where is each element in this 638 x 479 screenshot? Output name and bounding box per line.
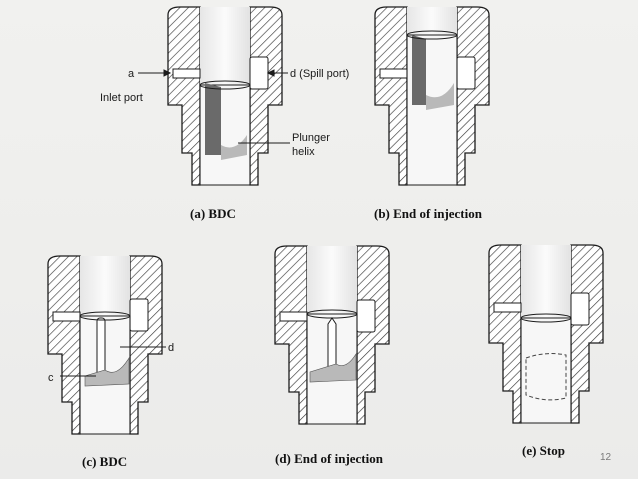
barrel-right-wall [570, 244, 604, 424]
inlet-port-hole [493, 302, 522, 313]
caption-c: (c) BDC [82, 454, 127, 469]
label-a: a [128, 68, 135, 80]
plunger-top [199, 80, 251, 90]
spill-port-hole [356, 299, 376, 333]
barrel-left-wall [488, 244, 522, 424]
plunger-top [306, 309, 358, 319]
label-spill-port: d (Spill port) [290, 68, 349, 80]
inlet-port-hole [172, 68, 201, 79]
inlet-port-hole [52, 311, 81, 322]
caption-b: (b) End of injection [374, 206, 483, 221]
barrel-left-wall [274, 245, 308, 425]
inlet-port-hole [379, 68, 408, 79]
diagram-e-stop [488, 244, 604, 424]
plunger-top [79, 311, 131, 321]
inlet-port-hole [279, 311, 308, 322]
helix-groove [84, 356, 130, 387]
plunger-top [520, 313, 572, 323]
plunger-helix [205, 83, 221, 155]
barrel-right-wall [456, 6, 490, 186]
vertical-slot [327, 317, 337, 371]
plunger-helix [412, 35, 426, 105]
vertical-slot [96, 317, 106, 377]
helix-groove [426, 83, 454, 110]
hidden-helix-outline [525, 353, 567, 401]
diagram-c-bdc [47, 255, 163, 435]
barrel-right-wall [129, 255, 163, 435]
helix-groove [221, 135, 247, 160]
spill-port-hole [249, 56, 269, 90]
plunger-top [406, 30, 458, 40]
barrel-left-wall [167, 6, 201, 186]
barrel-left-wall [374, 6, 408, 186]
caption-d: (d) End of injection [275, 451, 384, 466]
label-d: d [168, 342, 174, 354]
caption-a: (a) BDC [190, 206, 236, 221]
label-helix: helix [292, 146, 315, 158]
diagram-a-bdc [167, 6, 283, 186]
spill-port-hole [456, 56, 476, 90]
label-plunger: Plunger [292, 132, 330, 144]
barrel-right-wall [249, 6, 283, 186]
page-number: 12 [600, 452, 612, 463]
barrel-left-wall [47, 255, 81, 435]
barrel-right-wall [356, 245, 390, 425]
spill-port-hole [129, 298, 149, 332]
label-inlet-port: Inlet port [100, 92, 143, 104]
helix-groove [309, 352, 357, 383]
diagram-b-end-of-injection [374, 6, 490, 186]
plunger [520, 317, 572, 424]
caption-e: (e) Stop [522, 443, 565, 458]
leader-lines [60, 69, 290, 377]
diagram-d-end-of-injection [274, 245, 390, 425]
label-c: c [48, 372, 54, 384]
spill-port-hole [570, 292, 590, 326]
